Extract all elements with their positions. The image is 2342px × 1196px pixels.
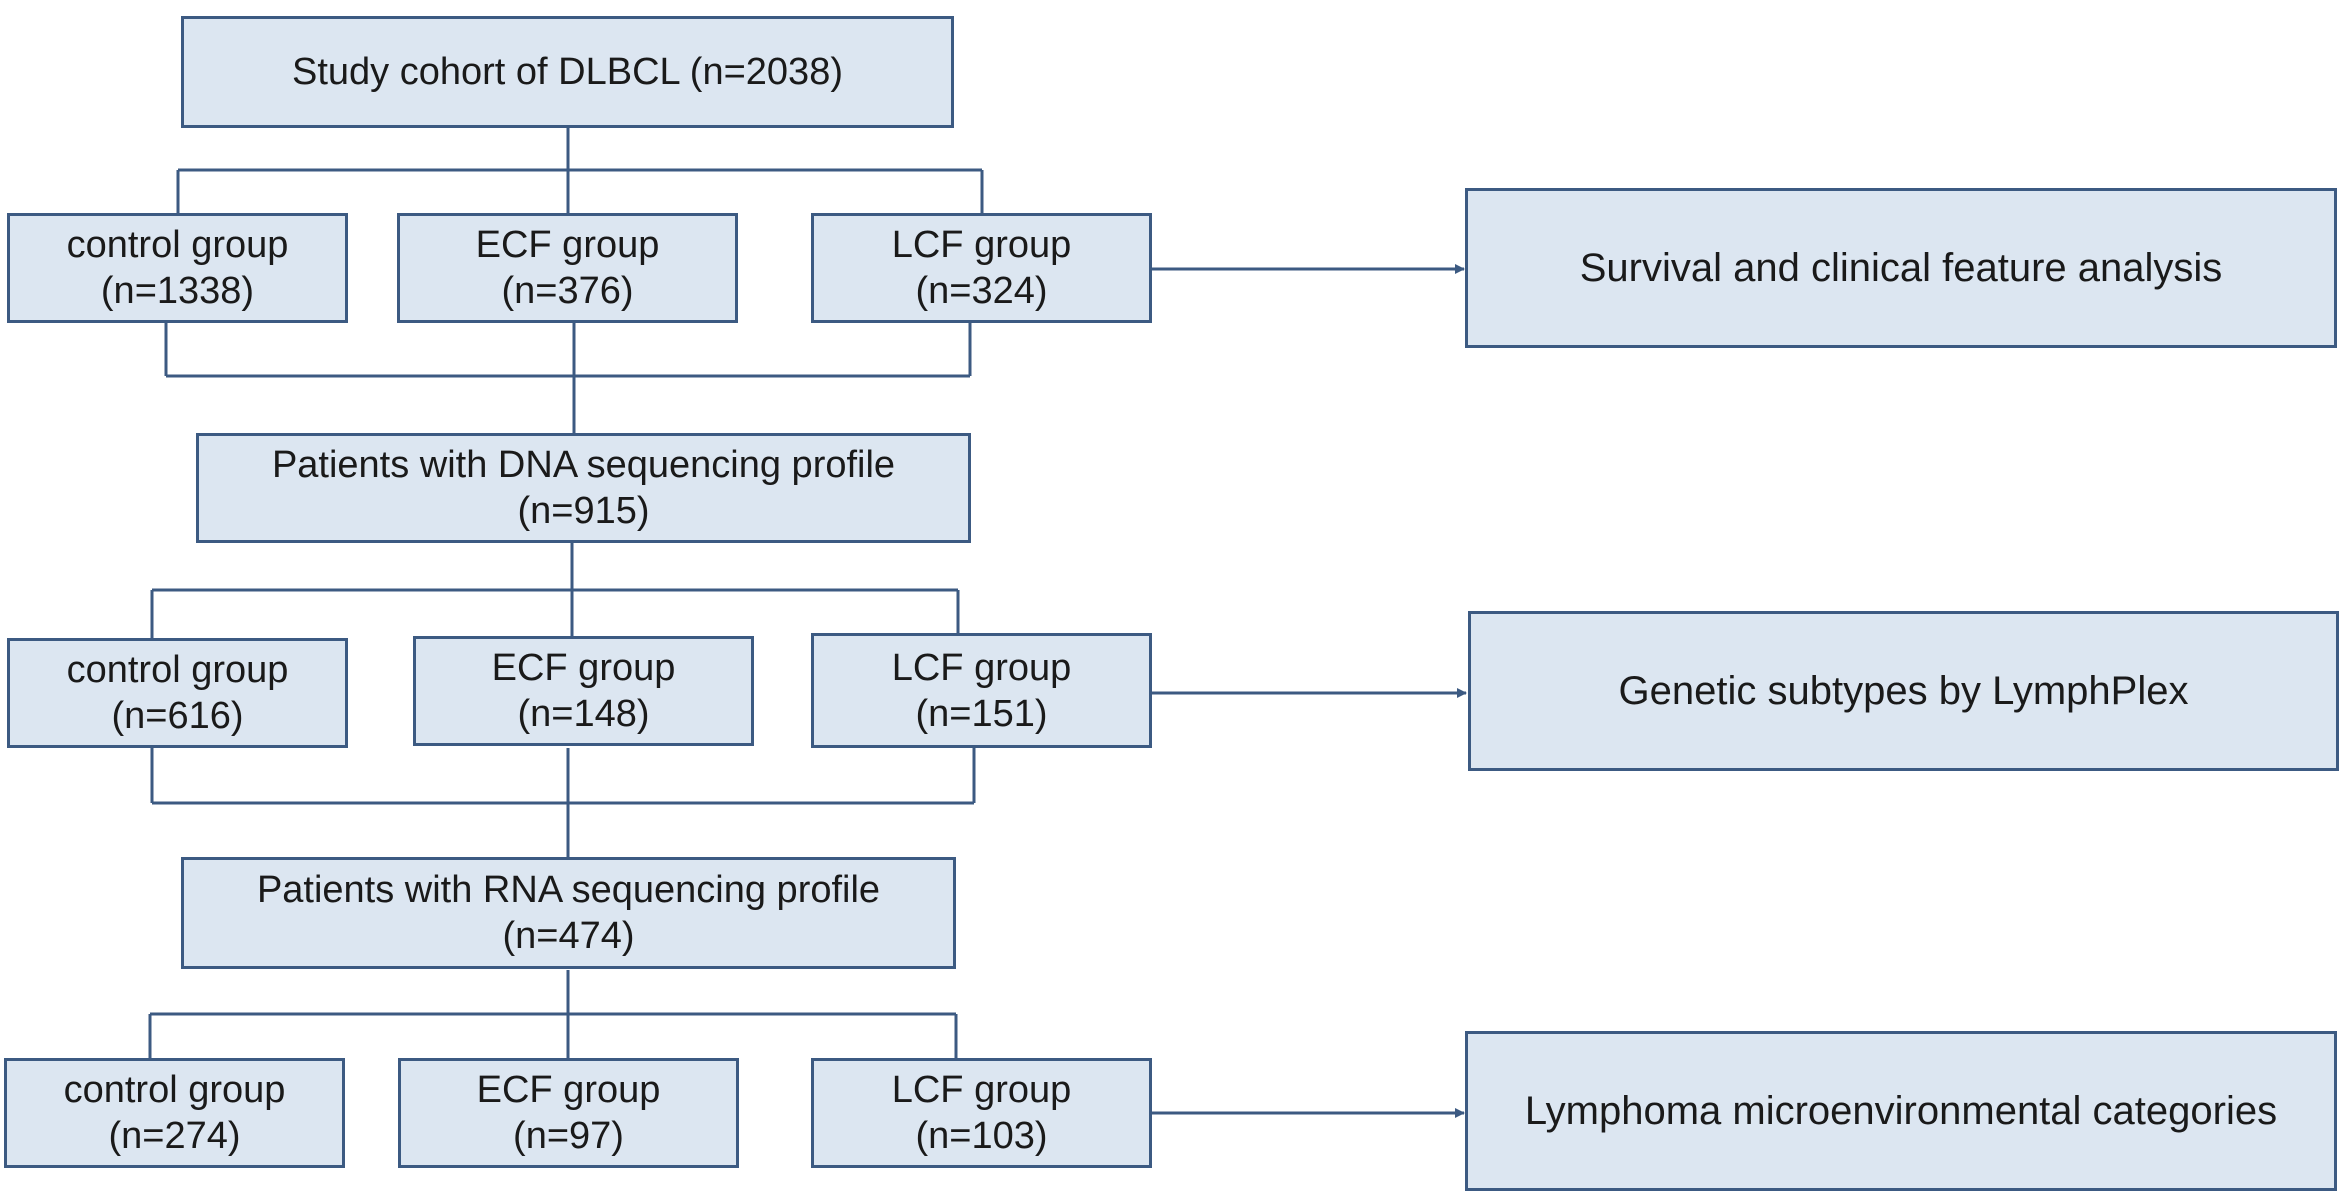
cohort-text: Study cohort of DLBCL (n=2038) xyxy=(292,51,843,93)
tier1-result-text: Survival and clinical feature analysis xyxy=(1579,246,2223,290)
tier1-lcf-box: LCF group (n=324) xyxy=(811,213,1152,323)
tier2-lcf-label: LCF group xyxy=(891,646,1072,689)
tier1-ecf-label: ECF group xyxy=(475,224,660,266)
connector-rna-split xyxy=(148,970,958,1058)
tier1-lcf-label: LCF group xyxy=(891,224,1072,266)
tier3-control-box: control group (n=274) xyxy=(4,1058,345,1168)
tier2-lcf-box: LCF group (n=151) xyxy=(811,633,1152,748)
tier1-control-n: (n=1338) xyxy=(100,270,255,312)
tier3-lcf-box: LCF group (n=103) xyxy=(811,1058,1152,1168)
tier3-lcf-label: LCF group xyxy=(891,1069,1072,1111)
tier3-result-text: Lymphoma microenvironmental categories xyxy=(1524,1089,2278,1133)
tier2-control-label: control group xyxy=(66,649,289,691)
dna-line2: (n=915) xyxy=(517,490,650,532)
tier2-ecf-n: (n=148) xyxy=(517,693,650,735)
tier3-result-box: Lymphoma microenvironmental categories xyxy=(1465,1031,2337,1191)
connector-tier2-merge xyxy=(150,748,976,860)
connector-cohort-split xyxy=(176,128,984,214)
tier2-result-text: Genetic subtypes by LymphPlex xyxy=(1618,669,2189,713)
dna-box: Patients with DNA sequencing profile (n=… xyxy=(196,433,971,543)
tier2-result-box: Genetic subtypes by LymphPlex xyxy=(1468,611,2339,771)
tier3-ecf-label: ECF group xyxy=(476,1069,661,1111)
rna-line2: (n=474) xyxy=(502,915,635,957)
tier1-control-box: control group (n=1338) xyxy=(7,213,348,323)
rna-box: Patients with RNA sequencing profile (n=… xyxy=(181,857,956,969)
tier2-lcf-n: (n=151) xyxy=(915,692,1048,735)
tier1-ecf-box: ECF group (n=376) xyxy=(397,213,738,323)
tier1-ecf-n: (n=376) xyxy=(501,270,634,312)
connector-dna-split xyxy=(150,543,960,640)
rna-line1: Patients with RNA sequencing profile xyxy=(256,869,881,911)
tier2-ecf-box: ECF group (n=148) xyxy=(413,636,754,746)
cohort-box: Study cohort of DLBCL (n=2038) xyxy=(181,16,954,128)
tier1-result-box: Survival and clinical feature analysis xyxy=(1465,188,2337,348)
tier2-control-box: control group (n=616) xyxy=(7,638,348,748)
tier3-control-n: (n=274) xyxy=(108,1115,241,1157)
tier3-ecf-n: (n=97) xyxy=(513,1115,624,1157)
tier3-lcf-n: (n=103) xyxy=(915,1115,1048,1157)
connector-tier1-merge xyxy=(164,323,972,434)
tier2-control-n: (n=616) xyxy=(111,695,244,737)
tier3-control-label: control group xyxy=(63,1069,286,1111)
tier1-control-label: control group xyxy=(66,224,289,266)
tier2-ecf-label: ECF group xyxy=(491,647,676,689)
tier3-ecf-box: ECF group (n=97) xyxy=(398,1058,739,1168)
tier1-lcf-n: (n=324) xyxy=(915,270,1048,312)
dna-line1: Patients with DNA sequencing profile xyxy=(271,444,896,486)
